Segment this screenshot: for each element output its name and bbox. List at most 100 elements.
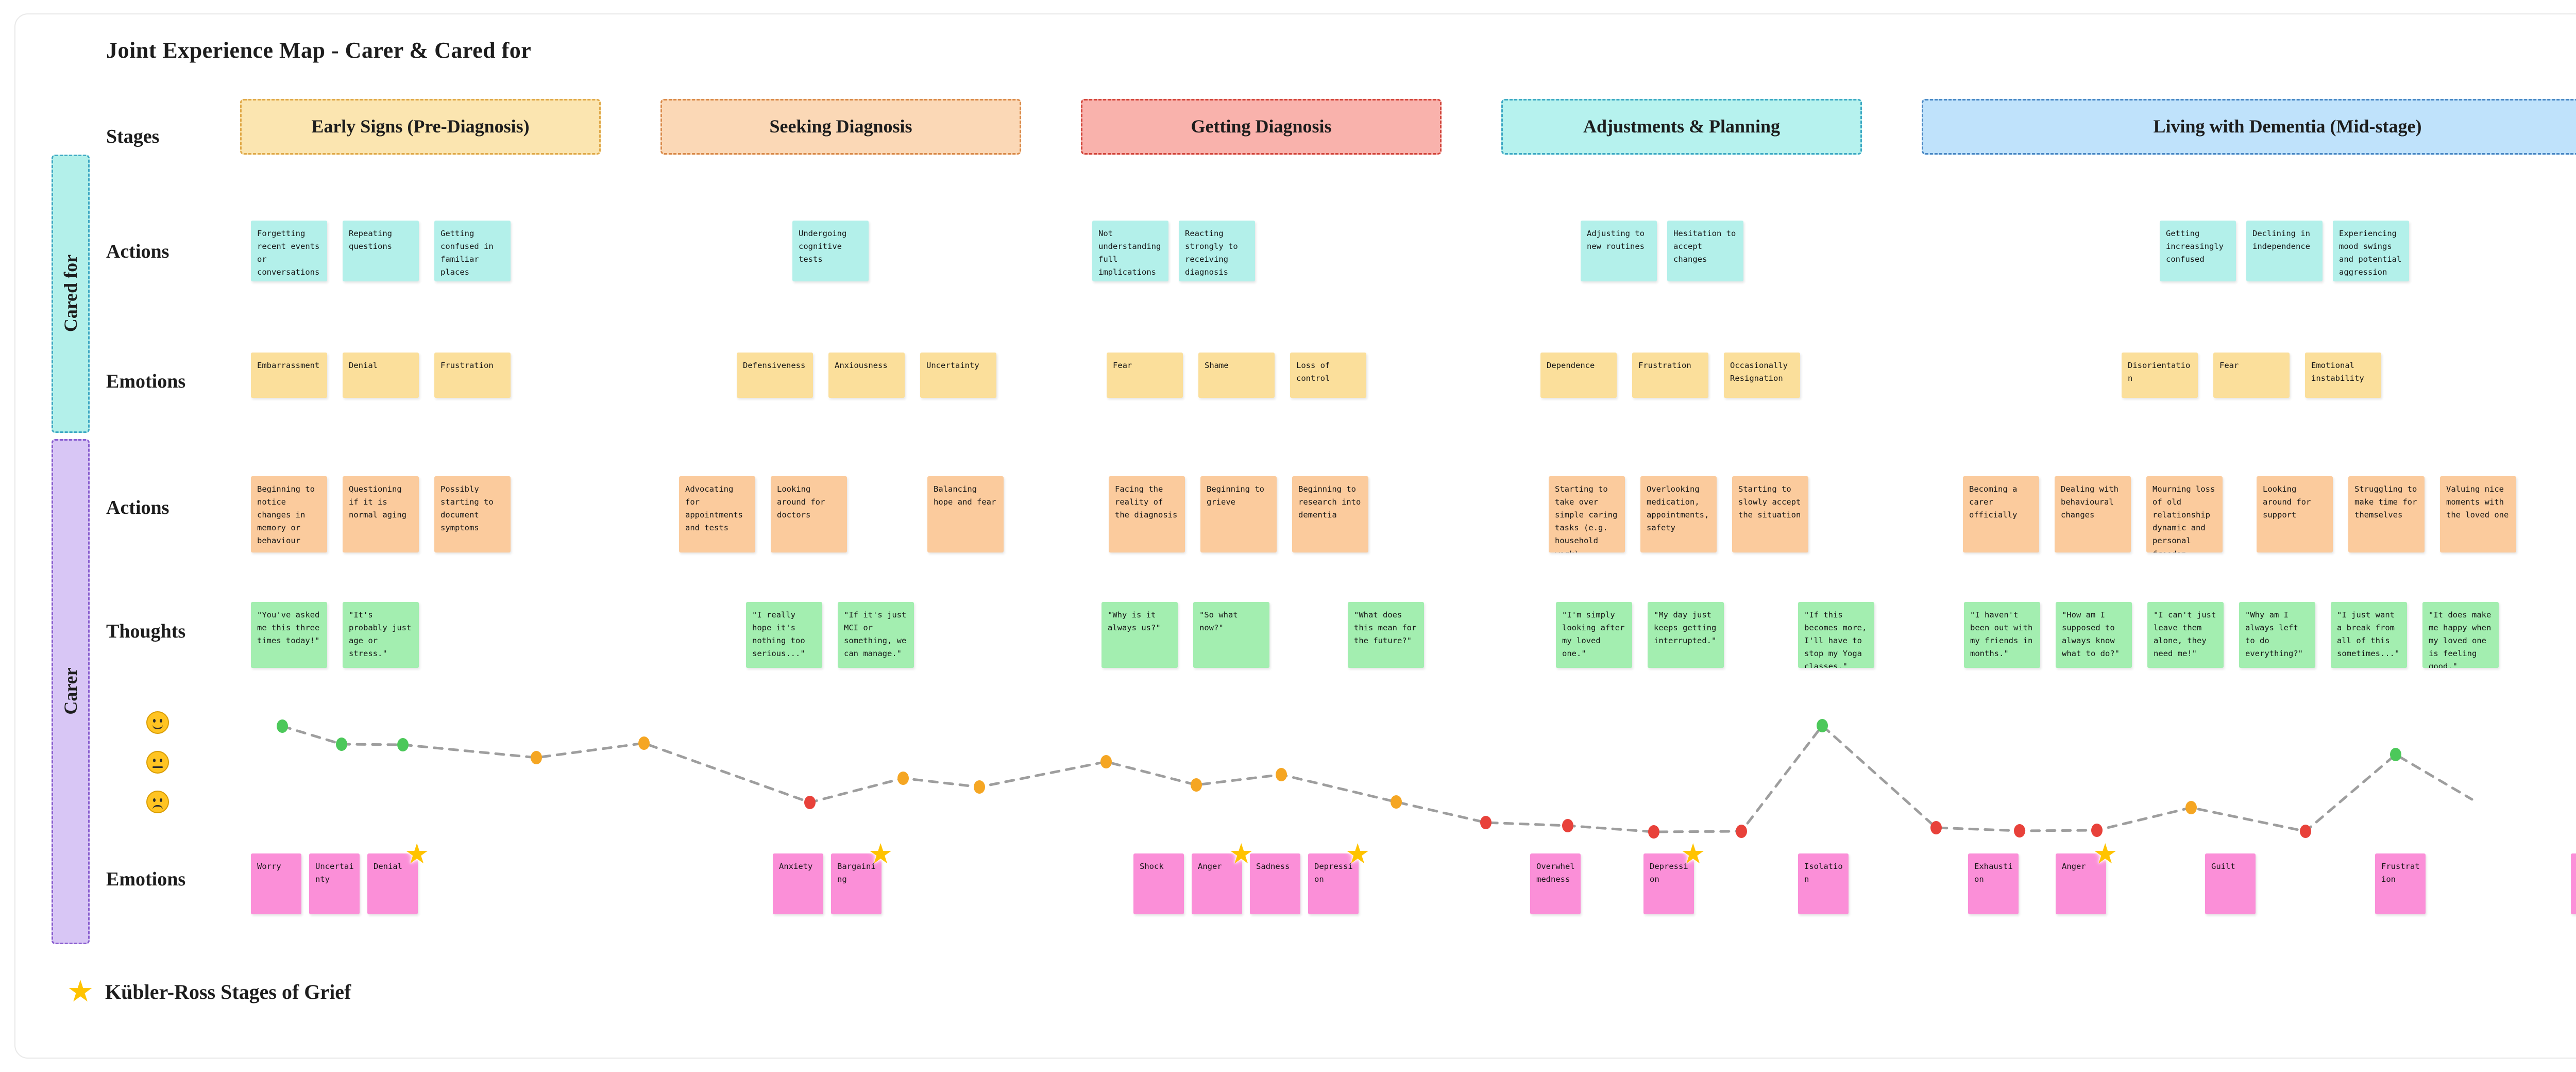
card-carer-action[interactable]: Possibly starting to document symptoms (434, 476, 511, 552)
card-carer-thought[interactable]: "I'm simply looking after my loved one." (1556, 602, 1632, 668)
card-carer-thought[interactable]: "What does this mean for the future?" (1348, 602, 1424, 668)
row-label-carer-actions: Actions (106, 497, 170, 518)
card-cared-for-emotion[interactable]: Fear (1107, 353, 1183, 398)
card-carer-action[interactable]: Valuing nice moments with the loved one (2440, 476, 2516, 552)
page-title: Joint Experience Map - Carer & Cared for (106, 38, 532, 63)
card-carer-thought[interactable]: "So what now?" (1193, 602, 1269, 668)
smiley-sad-icon (146, 791, 169, 813)
card-carer-emotion[interactable]: Anger (1192, 853, 1242, 914)
legend: ★ Kübler-Ross Stages of Grief (67, 975, 351, 1008)
card-carer-action[interactable]: Beginning to research into dementia (1292, 476, 1368, 552)
smiley-happy-icon (146, 711, 169, 734)
card-carer-action[interactable]: Starting to take over simple caring task… (1549, 476, 1625, 552)
row-label-carer-thoughts: Thoughts (106, 621, 186, 642)
card-cared-for-emotion[interactable]: Disorientation (2122, 353, 2198, 398)
card-carer-thought[interactable]: "I can't just leave them alone, they nee… (2147, 602, 2224, 668)
card-carer-emotion[interactable]: Guilt (2205, 853, 2256, 914)
card-carer-thought[interactable]: "Why am I always left to do everything?" (2239, 602, 2315, 668)
card-carer-emotion[interactable]: Frustration (2375, 853, 2426, 914)
card-carer-thought[interactable]: "It's probably just age or stress." (343, 602, 419, 668)
rail-carer (52, 439, 90, 944)
grief-star-icon: ★ (67, 975, 94, 1008)
card-carer-emotion[interactable]: Denial (367, 853, 418, 914)
card-carer-thought[interactable]: "My day just keeps getting interrupted." (1648, 602, 1724, 668)
stage-header[interactable]: Living with Dementia (Mid-stage) (1922, 99, 2576, 155)
stage-header[interactable]: Seeking Diagnosis (660, 99, 1021, 155)
card-carer-action[interactable]: Facing the reality of the diagnosis (1109, 476, 1185, 552)
card-cared-for-emotion[interactable]: Loss of control (1290, 353, 1366, 398)
stage-header[interactable]: Early Signs (Pre-Diagnosis) (240, 99, 601, 155)
card-cared-for-emotion[interactable]: Fear (2213, 353, 2290, 398)
card-carer-thought[interactable]: "It does make me happy when my loved one… (2422, 602, 2499, 668)
card-cared-for-action[interactable]: Undergoing cognitive tests (792, 221, 869, 281)
card-carer-emotion[interactable]: Acceptance (2571, 853, 2576, 914)
card-cared-for-emotion[interactable]: Embarrassment (251, 353, 327, 398)
row-label-stages: Stages (106, 126, 160, 147)
card-carer-action[interactable]: Dealing with behavioural changes (2055, 476, 2131, 552)
card-cared-for-emotion[interactable]: Defensiveness (737, 353, 813, 398)
card-carer-emotion[interactable]: Worry (251, 853, 301, 914)
card-cared-for-action[interactable]: Forgetting recent events or conversation… (251, 221, 327, 281)
stage-header[interactable]: Getting Diagnosis (1081, 99, 1442, 155)
card-carer-action[interactable]: Looking around for doctors (771, 476, 847, 552)
card-carer-emotion[interactable]: Shock (1133, 853, 1184, 914)
card-cared-for-emotion[interactable]: Anxiousness (828, 353, 905, 398)
card-cared-for-emotion[interactable]: Emotional instability (2305, 353, 2381, 398)
card-carer-action[interactable]: Beginning to notice changes in memory or… (251, 476, 327, 552)
card-carer-emotion[interactable]: Anxiety (773, 853, 823, 914)
grief-star-icon: ★ (1345, 839, 1370, 869)
card-carer-emotion[interactable]: Depression (1643, 853, 1694, 914)
card-carer-thought[interactable]: "If it's just MCI or something, we can m… (838, 602, 914, 668)
card-cared-for-action[interactable]: Not understanding full implications (1092, 221, 1168, 281)
card-carer-thought[interactable]: "How am I supposed to always know what t… (2056, 602, 2132, 668)
grief-star-icon: ★ (1229, 839, 1254, 869)
card-cared-for-action[interactable]: Hesitation to accept changes (1667, 221, 1743, 281)
card-carer-thought[interactable]: "I haven't been out with my friends in m… (1964, 602, 2040, 668)
card-carer-action[interactable]: Beginning to grieve (1200, 476, 1277, 552)
row-label-cared-for-actions: Actions (106, 241, 170, 262)
row-label-carer-emotions: Emotions (106, 868, 186, 890)
card-carer-action[interactable]: Mourning loss of old relationship dynami… (2146, 476, 2223, 552)
rail-cared-for (52, 155, 90, 433)
card-carer-emotion[interactable]: Anger (2056, 853, 2106, 914)
card-carer-emotion[interactable]: Sadness (1250, 853, 1300, 914)
legend-label: Kübler-Ross Stages of Grief (105, 980, 351, 1003)
card-carer-action[interactable]: Becoming a carer officially (1963, 476, 2039, 552)
card-carer-emotion[interactable]: Overwhelmedness (1530, 853, 1581, 914)
card-cared-for-emotion[interactable]: Frustration (434, 353, 511, 398)
card-carer-emotion[interactable]: Isolation (1798, 853, 1849, 914)
card-cared-for-action[interactable]: Reacting strongly to receiving diagnosis (1179, 221, 1255, 281)
card-carer-emotion[interactable]: Bargaining (831, 853, 882, 914)
card-carer-thought[interactable]: "You've asked me this three times today!… (251, 602, 327, 668)
card-carer-emotion[interactable]: Depression (1308, 853, 1359, 914)
card-carer-action[interactable]: Starting to slowly accept the situation (1732, 476, 1808, 552)
card-carer-thought[interactable]: "I just want a break from all of this so… (2331, 602, 2407, 668)
card-carer-thought[interactable]: "Why is it always us?" (1101, 602, 1178, 668)
card-cared-for-emotion[interactable]: Dependence (1540, 353, 1617, 398)
card-carer-action[interactable]: Overlooking medication, appointments, sa… (1640, 476, 1717, 552)
card-cared-for-emotion[interactable]: Occasionally Resignation (1724, 353, 1800, 398)
grief-star-icon: ★ (404, 839, 430, 869)
card-carer-thought[interactable]: "If this becomes more, I'll have to stop… (1798, 602, 1874, 668)
card-cared-for-action[interactable]: Getting confused in familiar places (434, 221, 511, 281)
card-carer-emotion[interactable]: Uncertainty (309, 853, 360, 914)
card-carer-emotion[interactable]: Exhaustion (1968, 853, 2019, 914)
card-carer-action[interactable]: Balancing hope and fear (927, 476, 1004, 552)
card-cared-for-emotion[interactable]: Shame (1198, 353, 1275, 398)
stage-header[interactable]: Adjustments & Planning (1501, 99, 1862, 155)
card-cared-for-action[interactable]: Repeating questions (343, 221, 419, 281)
card-cared-for-emotion[interactable]: Uncertainty (920, 353, 996, 398)
card-cared-for-action[interactable]: Adjusting to new routines (1581, 221, 1657, 281)
card-carer-action[interactable]: Looking around for support (2257, 476, 2333, 552)
card-carer-action[interactable]: Advocating for appointments and tests (679, 476, 755, 552)
card-carer-action[interactable]: Questioning if it is normal aging (343, 476, 419, 552)
card-carer-action[interactable]: Struggling to make time for themselves (2348, 476, 2425, 552)
card-cared-for-action[interactable]: Declining in independence (2246, 221, 2323, 281)
card-cared-for-action[interactable]: Experiencing mood swings and potential a… (2333, 221, 2409, 281)
card-cared-for-emotion[interactable]: Denial (343, 353, 419, 398)
card-carer-thought[interactable]: "I really hope it's nothing too serious.… (746, 602, 822, 668)
card-cared-for-emotion[interactable]: Frustration (1632, 353, 1708, 398)
smiley-neutral-icon (146, 751, 169, 774)
card-cared-for-action[interactable]: Getting increasingly confused (2160, 221, 2236, 281)
